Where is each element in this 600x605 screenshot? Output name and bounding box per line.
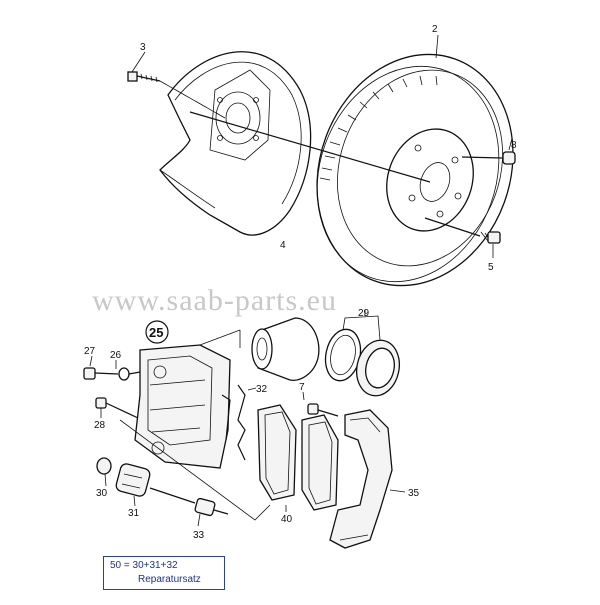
- label-part-31: 31: [128, 508, 140, 519]
- label-part-4: 4: [280, 240, 286, 251]
- label-part-35: 35: [408, 488, 420, 499]
- legend-caption: Reparatursatz: [138, 574, 201, 585]
- legend-formula: 50 = 30+31+32: [110, 560, 178, 571]
- guide-bushing-set: [96, 419, 271, 527]
- dust-shield: [159, 51, 312, 236]
- screw-28: [95, 397, 139, 419]
- label-part-7: 7: [299, 382, 305, 393]
- label-part-30: 30: [96, 488, 108, 499]
- bleeder-26-27: [83, 355, 141, 381]
- screw-8: [461, 137, 516, 165]
- label-part-40: 40: [281, 514, 293, 525]
- label-part-28: 28: [94, 420, 106, 431]
- watermark-text: www.saab-parts.eu: [92, 284, 337, 317]
- label-part-32: 32: [256, 384, 268, 395]
- legend-box: 50 = 30+31+32 Reparatursatz: [103, 556, 225, 590]
- screw-7: [302, 391, 339, 417]
- brake-disc: [189, 34, 514, 287]
- label-part-5: 5: [488, 262, 494, 273]
- piston-seal-set: [239, 310, 401, 397]
- bolt-5: [424, 217, 501, 258]
- caliper-housing: [134, 329, 241, 469]
- label-part-3: 3: [140, 42, 146, 53]
- label-part-29: 29: [358, 308, 370, 319]
- label-part-33: 33: [193, 530, 205, 541]
- brake-pads: [257, 404, 339, 512]
- label-part-26: 26: [110, 350, 122, 361]
- label-part-27: 27: [84, 346, 96, 357]
- bolt-3: [127, 51, 226, 119]
- caliper-carrier: [329, 409, 406, 549]
- label-part-8: 8: [511, 140, 517, 151]
- label-part-25: 25: [149, 325, 163, 340]
- label-part-2: 2: [432, 24, 438, 35]
- spring-clip-32: [221, 384, 257, 461]
- label-part-25-circle: [145, 320, 169, 344]
